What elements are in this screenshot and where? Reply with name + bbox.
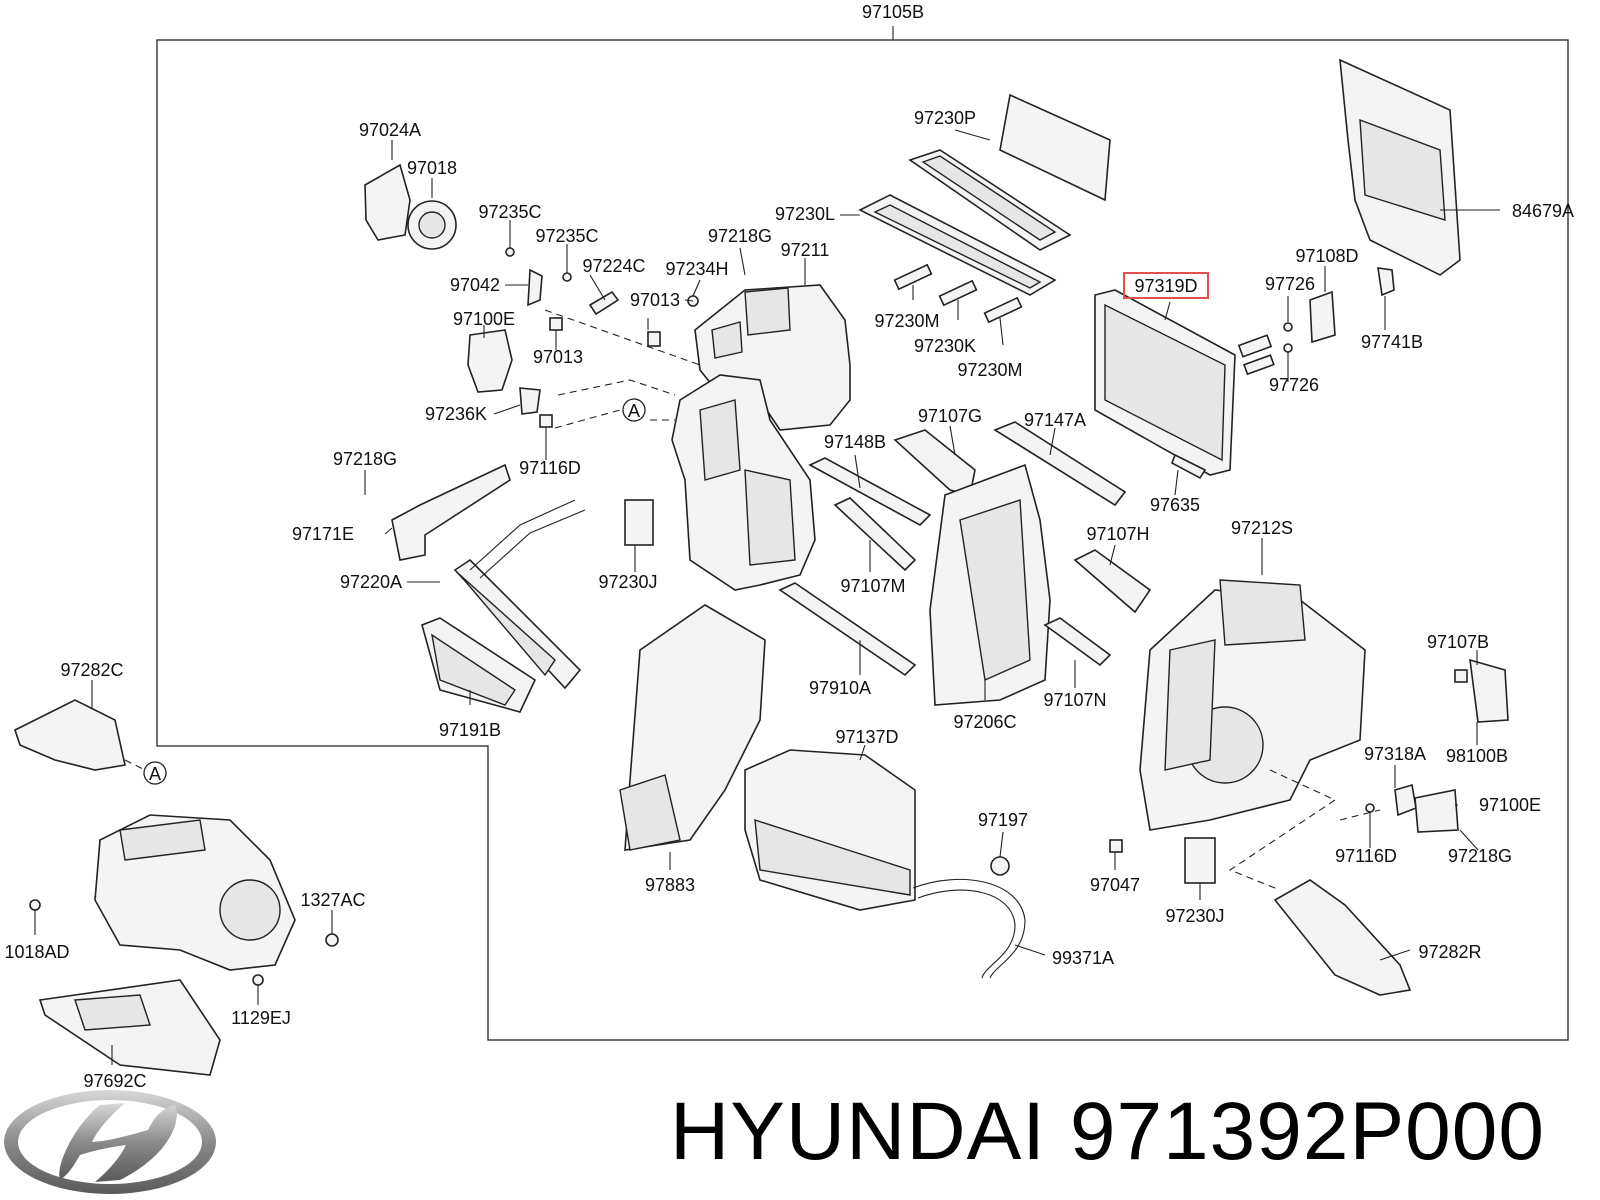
part-label: 97211	[781, 240, 830, 260]
part-label: 97220A	[340, 572, 402, 592]
part-label: 97910A	[809, 678, 871, 698]
part-label: 97107G	[918, 406, 982, 426]
part-label: 97116D	[519, 458, 581, 478]
part-label: 99371A	[1052, 948, 1114, 968]
part-label: 97191B	[439, 720, 501, 740]
highlight-box	[1123, 272, 1209, 299]
part-label: 1129EJ	[231, 1008, 291, 1028]
hyundai-logo-icon	[4, 1090, 216, 1194]
part-label: 97635	[1150, 495, 1200, 515]
part-label: 84679A	[1512, 201, 1574, 221]
brand-name: HYUNDAI	[670, 1086, 1047, 1177]
part-label: 97230L	[775, 204, 835, 224]
reference-marker-a: A	[149, 764, 161, 784]
part-label: 97047	[1090, 875, 1140, 895]
part-label: 97235C	[535, 226, 598, 246]
part-label: 97218G	[1448, 846, 1512, 866]
part-label: 97692C	[83, 1071, 146, 1091]
brand-part-number: HYUNDAI 971392P000	[670, 1085, 1545, 1179]
part-label: 97105B	[862, 2, 924, 22]
part-label: 97282C	[60, 660, 123, 680]
assembly-frame	[156, 39, 1569, 1041]
part-label: 97018	[407, 158, 457, 178]
part-label: 97218G	[708, 226, 772, 246]
part-label: 97230M	[957, 360, 1022, 380]
reference-marker-a: A	[628, 401, 640, 421]
part-label: 97171E	[292, 524, 354, 544]
part-label: 97235C	[478, 202, 541, 222]
part-label: 98100B	[1446, 746, 1508, 766]
part-label: 97230K	[914, 336, 976, 356]
part-label: 1327AC	[300, 890, 365, 910]
part-label: 97116D	[1335, 846, 1397, 866]
part-label: 97206C	[953, 712, 1016, 732]
part-label: 97147A	[1024, 410, 1086, 430]
part-label: 97234H	[665, 259, 728, 279]
part-label: 97883	[645, 875, 695, 895]
part-label: 1018AD	[4, 942, 69, 962]
part-label: 97107N	[1043, 690, 1106, 710]
part-label: 97282R	[1418, 942, 1481, 962]
part-label: 97230J	[1165, 906, 1224, 926]
part-label: 97230P	[914, 108, 976, 128]
part-label: 97726	[1265, 274, 1315, 294]
part-label: 97218G	[333, 449, 397, 469]
part-label: 97100E	[453, 309, 515, 329]
part-label: 97024A	[359, 120, 421, 140]
part-label: 97726	[1269, 375, 1319, 395]
part-label: 97107M	[840, 576, 905, 596]
part-label: 97318A	[1364, 744, 1426, 764]
part-number: 971392P000	[1069, 1086, 1545, 1177]
part-label: 97137D	[835, 727, 898, 747]
part-label: 97148B	[824, 432, 886, 452]
part-labels: 97105B 97024A 97018 97235C 97235C 97042 …	[4, 2, 1574, 1091]
part-label: 97013	[630, 290, 680, 310]
part-label: 97013	[533, 347, 583, 367]
part-label: 97230M	[874, 311, 939, 331]
part-label-highlighted: 97319D	[1134, 276, 1197, 296]
part-label: 97212S	[1231, 518, 1293, 538]
part-label: 97741B	[1361, 332, 1423, 352]
part-label: 97197	[978, 810, 1028, 830]
part-label: 97100E	[1479, 795, 1541, 815]
part-label: 97042	[450, 275, 500, 295]
part-label: 97224C	[582, 256, 645, 276]
part-label: 97230J	[598, 572, 657, 592]
part-label: 97107H	[1086, 524, 1149, 544]
part-label: 97107B	[1427, 632, 1489, 652]
part-label: 97236K	[425, 404, 487, 424]
part-label: 97108D	[1295, 246, 1358, 266]
